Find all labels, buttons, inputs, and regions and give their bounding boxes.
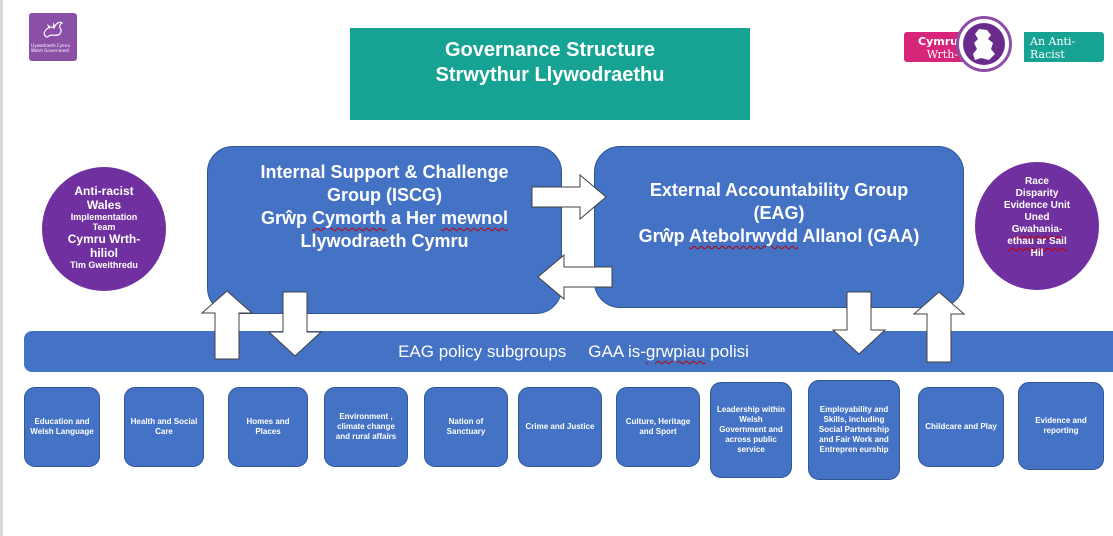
race-disparity-unit-circle: Race Disparity Evidence Unit Uned Gwahan… bbox=[975, 162, 1099, 290]
right-arrow-iscg-to-eag bbox=[531, 173, 607, 221]
right-circle-line: Hil bbox=[1030, 248, 1044, 259]
dragon-icon bbox=[43, 21, 64, 38]
right-circle-line: Gwahania- bbox=[1011, 224, 1063, 235]
iscg-box: Internal Support & Challenge Group (ISCG… bbox=[207, 146, 562, 314]
iscg-line: Internal Support & Challenge bbox=[260, 162, 509, 182]
band-label-cy: GAA is- bbox=[588, 342, 646, 361]
right-circle-line: Uned bbox=[1024, 212, 1050, 223]
left-circle-line: Anti-racist bbox=[74, 184, 134, 198]
left-circle-line: Cymru Wrth- bbox=[67, 232, 141, 246]
implementation-team-circle: Anti-racist Wales Implementation Team Cy… bbox=[42, 167, 166, 291]
title-line-cy: Strwythur Llywodraethu bbox=[435, 64, 665, 86]
subgroup-employability: Employability and Skills, including Soci… bbox=[808, 380, 900, 480]
title-line-en: Governance Structure bbox=[444, 39, 656, 61]
eag-word: Allanol (GAA) bbox=[798, 226, 920, 246]
anti-racist-wales-logo: Cymru Wrth-hiliol An Anti-Racist Wales bbox=[904, 16, 1106, 74]
iscg-line: Grŵp Cymorth a Her mewnol bbox=[220, 207, 549, 230]
anti-racist-logo-en: An Anti-Racist Wales bbox=[1024, 32, 1104, 74]
eag-line: External Accountability Group bbox=[649, 180, 909, 200]
left-circle-line: hiliol bbox=[90, 246, 118, 260]
logo-word-wrth-hiliol: Wrth-hiliol bbox=[926, 48, 958, 74]
eag-word: Grŵp bbox=[638, 226, 689, 246]
band-label-en: EAG policy subgroups bbox=[398, 342, 567, 361]
iscg-word: Grŵp bbox=[260, 208, 312, 228]
subgroup-culture: Culture, Heritage and Sport bbox=[616, 387, 700, 467]
eag-line: Grŵp Atebolrwydd Allanol (GAA) bbox=[607, 225, 951, 248]
subgroup-evidence: Evidence and reporting bbox=[1018, 382, 1104, 470]
iscg-word: a Her bbox=[385, 208, 442, 228]
up-arrow-band-to-iscg bbox=[200, 290, 254, 360]
iscg-word: mewnol bbox=[441, 208, 509, 228]
subgroup-leadership: Leadership within Welsh Government and a… bbox=[710, 382, 792, 478]
up-arrow-band-to-eag bbox=[912, 291, 966, 363]
left-circle-line: Tim Gweithredu bbox=[70, 260, 138, 270]
left-circle-line: Wales bbox=[86, 198, 122, 212]
subgroup-crime: Crime and Justice bbox=[518, 387, 602, 467]
welsh-gov-logo-text-cy: Llywodraeth Cymru bbox=[31, 43, 71, 48]
wales-map-emblem bbox=[956, 16, 1012, 72]
down-arrow-eag-to-band bbox=[831, 291, 887, 355]
subgroup-homes: Homes and Places bbox=[228, 387, 308, 467]
left-arrow-eag-to-iscg bbox=[537, 253, 613, 301]
logo-words-an-anti-racist: An Anti-Racist bbox=[1030, 35, 1076, 61]
eag-line: (EAG) bbox=[753, 203, 805, 223]
iscg-line: Llywodraeth Cymru bbox=[300, 231, 469, 251]
iscg-line: Group (ISCG) bbox=[327, 185, 442, 205]
subgroup-environment: Environment , climate change and rural a… bbox=[324, 387, 408, 467]
page-title: Governance Structure Strwythur Llywodrae… bbox=[350, 28, 750, 120]
logo-word-cymru: Cymru bbox=[918, 35, 958, 48]
logo-word-wales: Wales bbox=[1030, 61, 1067, 74]
left-circle-line: Implementation bbox=[70, 212, 138, 222]
band-label-cy: polisi bbox=[705, 342, 749, 361]
band-label-cy: grwpiau bbox=[645, 342, 706, 361]
wales-map-icon bbox=[973, 29, 995, 60]
down-arrow-iscg-to-band bbox=[267, 291, 323, 357]
eag-word: Atebolrwydd bbox=[689, 226, 799, 246]
subgroup-childcare: Childcare and Play bbox=[918, 387, 1004, 467]
left-circle-line: Team bbox=[92, 222, 116, 232]
eag-box: External Accountability Group (EAG) Grŵp… bbox=[594, 146, 964, 308]
subgroup-education: Education and Welsh Language bbox=[24, 387, 100, 467]
right-circle-line: Race bbox=[1025, 176, 1049, 187]
subgroup-sanctuary: Nation of Sanctuary bbox=[424, 387, 508, 467]
iscg-word: Cymorth bbox=[311, 208, 386, 228]
anti-racist-logo-cy: Cymru Wrth-hiliol bbox=[904, 32, 966, 74]
welsh-gov-logo-text-en: Welsh Government bbox=[31, 48, 70, 53]
subgroup-health: Health and Social Care bbox=[124, 387, 204, 467]
right-circle-line: ethau ar Sail bbox=[1007, 236, 1067, 247]
welsh-government-logo: Llywodraeth Cymru Welsh Government bbox=[29, 13, 77, 61]
right-circle-line: Disparity bbox=[1015, 188, 1059, 199]
right-circle-line: Evidence Unit bbox=[1003, 200, 1071, 211]
page-left-border bbox=[0, 0, 3, 536]
